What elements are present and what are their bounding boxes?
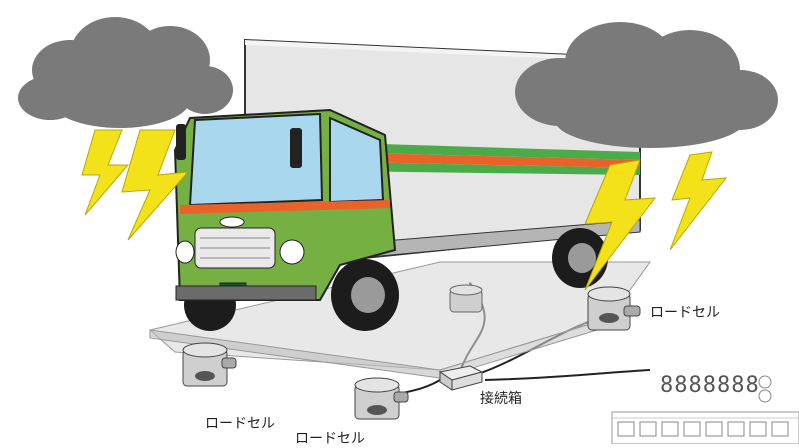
indicator-keys (617, 421, 789, 437)
junction-box (438, 365, 484, 391)
load-cell-label-bottom-center: ロードセル (295, 431, 365, 447)
load-cell-right (587, 286, 641, 331)
load-cell-front-center (354, 377, 409, 420)
cloud-left (18, 17, 233, 128)
truck-cab (173, 108, 397, 301)
lightning-bolts (81, 129, 728, 291)
load-cell-front-left (182, 342, 237, 387)
load-cell-back (449, 284, 483, 313)
cloud-right (515, 22, 778, 148)
weighing-platform (148, 261, 651, 379)
load-cell-label-right: ロードセル (650, 305, 720, 321)
load-cell-label-bottom-left: ロードセル (205, 416, 275, 432)
junction-box-label: 接続箱 (480, 391, 522, 407)
weight-indicator: 8888888 (611, 370, 799, 444)
indicator-display: 8888888 (660, 373, 760, 398)
